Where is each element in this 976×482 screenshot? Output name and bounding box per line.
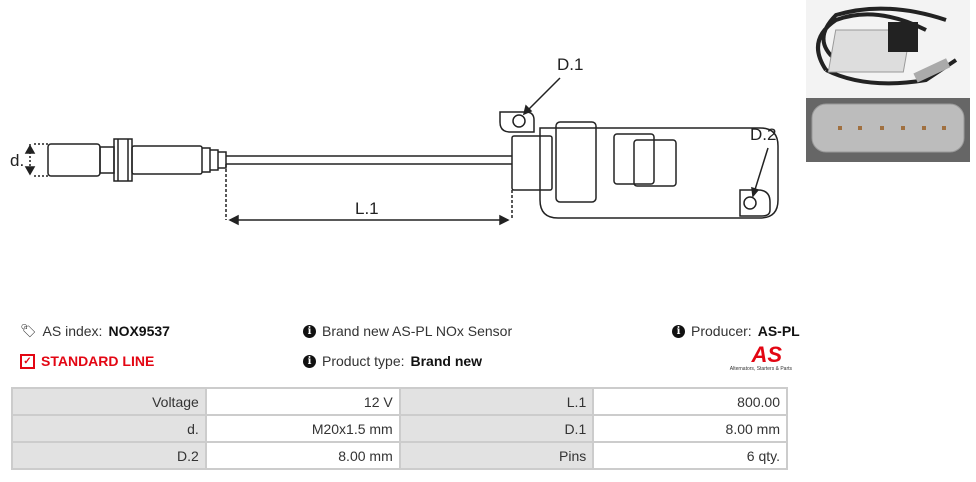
as-index: 🏷 AS index:NOX9537	[20, 323, 170, 339]
spec-label: L.1	[398, 387, 595, 416]
d1-label: D.1	[557, 55, 583, 74]
spec-value: M20x1.5 mm	[204, 414, 401, 443]
spec-value: 800.00	[592, 387, 788, 416]
spec-label: d.	[11, 414, 207, 443]
spec-value: 6 qty.	[592, 441, 788, 470]
product-photo[interactable]	[806, 0, 970, 162]
spec-label: D.1	[398, 414, 595, 443]
as-index-value: NOX9537	[108, 323, 170, 339]
info-icon: i	[672, 324, 685, 338]
spec-label: Pins	[398, 441, 595, 470]
l1-label: L.1	[355, 199, 379, 218]
sensor-dimension-diagram: d. L.1 D.1 D.2	[10, 55, 779, 226]
as-pl-logo: AS Alternators, Starters & Parts	[729, 342, 792, 373]
spec-value: 8.00 mm	[204, 441, 401, 470]
spec-label: Voltage	[11, 387, 207, 416]
checkbox-icon: ✓	[20, 353, 35, 369]
standard-line-badge: ✓ STANDARD LINE	[20, 353, 154, 369]
d-label: d.	[10, 151, 24, 170]
info-icon: i	[303, 324, 316, 338]
tags-icon: 🏷	[20, 323, 37, 338]
d2-label: D.2	[750, 125, 776, 144]
info-icon: i	[303, 354, 316, 368]
spec-label: D.2	[11, 441, 207, 470]
spec-value: 12 V	[204, 387, 401, 416]
spec-value: 8.00 mm	[592, 414, 788, 443]
